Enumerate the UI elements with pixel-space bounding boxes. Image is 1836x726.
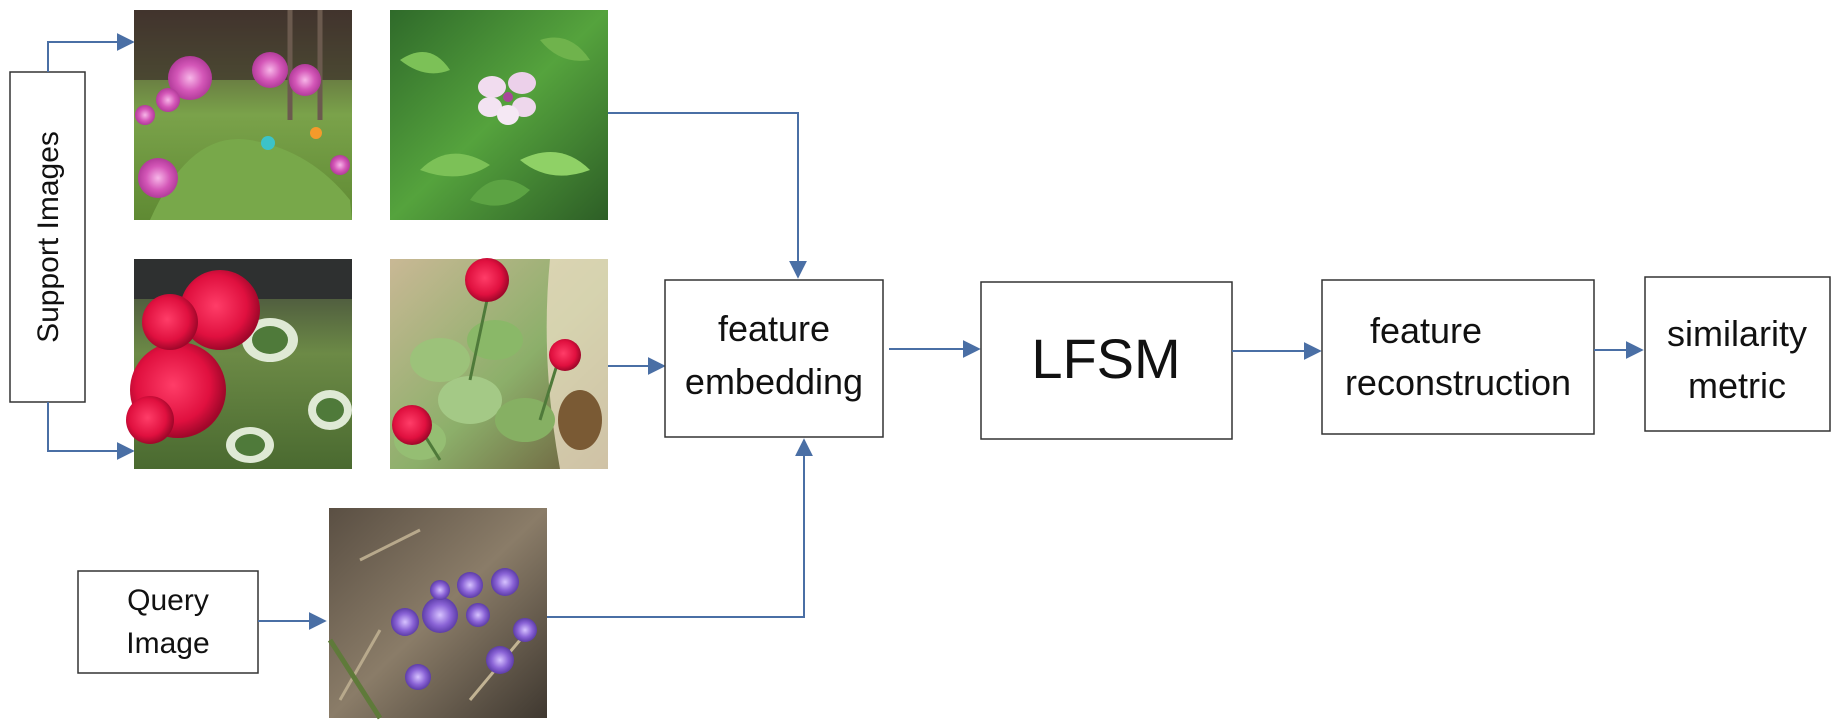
support-image-pink-geranium-2: [390, 10, 608, 220]
feature-embedding-box: feature embedding: [664, 279, 884, 438]
lfsm-label: LFSM: [1031, 327, 1180, 390]
feature-reconstruction-line-2: reconstruction: [1345, 362, 1571, 403]
feature-embedding-line-1: feature: [718, 308, 830, 349]
support-image-geranium-plant: [390, 258, 608, 469]
similarity-metric-line-1: similarity: [1667, 313, 1807, 354]
support-image-pink-geranium-1: [134, 10, 352, 220]
support-image-red-geranium: [126, 259, 352, 469]
feature-embedding-line-2: embedding: [685, 361, 863, 402]
query-image-label-box: Query Image: [77, 570, 259, 674]
query-label-line-1: Query: [127, 584, 209, 617]
support-images-label-box: Support Images: [9, 71, 86, 403]
arrow-support-to-bottom-images: [47, 402, 135, 460]
arrow-support-image-to-embedding: [608, 112, 807, 279]
arrow-support-to-top-images: [47, 33, 135, 72]
arrow-query-image-to-embedding: [547, 438, 813, 618]
similarity-metric-line-2: metric: [1688, 365, 1786, 406]
support-images-label: Support Images: [32, 131, 65, 343]
feature-reconstruction-line-1: feature: [1370, 310, 1482, 351]
query-label-line-2: Image: [126, 627, 209, 660]
similarity-metric-box: similarity metric: [1644, 276, 1831, 432]
lfsm-box: LFSM: [980, 281, 1233, 440]
query-image-purple-flowers: [327, 508, 547, 720]
feature-reconstruction-box: feature reconstruction: [1321, 279, 1595, 435]
